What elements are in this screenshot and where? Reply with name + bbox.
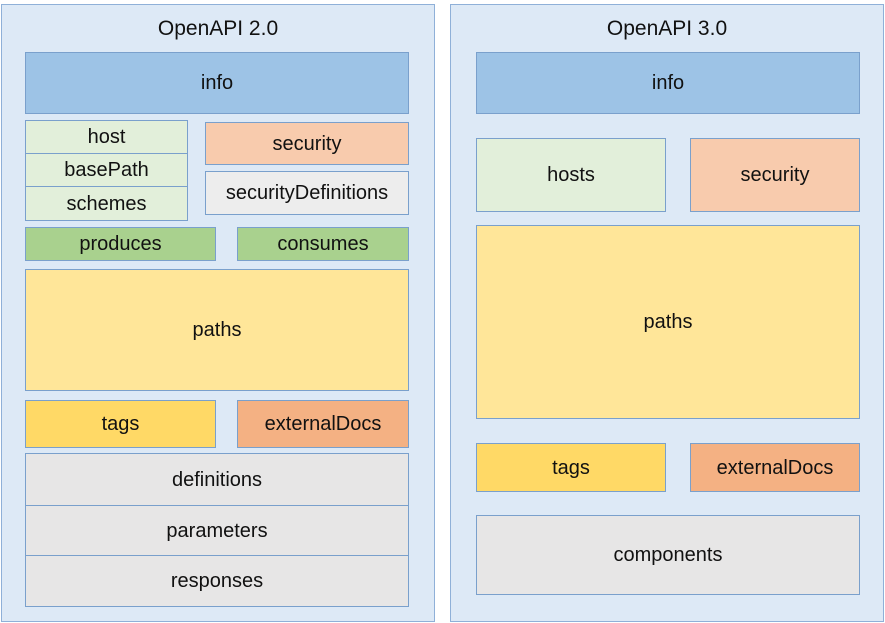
openapi-3-title: OpenAPI 3.0 [606, 17, 728, 40]
v3-paths-box: paths [476, 225, 860, 419]
v3-components-box: components [476, 515, 860, 595]
openapi-2-panel: OpenAPI 2.0 info host basePath schemes s… [1, 4, 435, 622]
v2-host-box: host [25, 120, 188, 154]
v3-security-box: security [690, 138, 860, 212]
v2-consumes-box: consumes [237, 227, 409, 261]
v2-info-box: info [25, 52, 409, 114]
openapi-3-panel: OpenAPI 3.0 info hosts security paths ta… [450, 4, 884, 622]
v2-parameters-box: parameters [25, 505, 409, 556]
v2-basepath-box: basePath [25, 153, 188, 187]
v3-tags-box: tags [476, 443, 666, 492]
v2-security-box: security [205, 122, 409, 165]
v3-external-docs-box: externalDocs [690, 443, 860, 492]
v2-schemes-box: schemes [25, 186, 188, 221]
v2-external-docs-box: externalDocs [237, 400, 409, 448]
v3-hosts-box: hosts [476, 138, 666, 212]
v2-paths-box: paths [25, 269, 409, 391]
openapi-2-title: OpenAPI 2.0 [157, 17, 279, 40]
v2-produces-box: produces [25, 227, 216, 261]
v2-security-definitions-box: securityDefinitions [205, 171, 409, 215]
v2-responses-box: responses [25, 555, 409, 607]
v3-info-box: info [476, 52, 860, 114]
v2-tags-box: tags [25, 400, 216, 448]
v2-definitions-box: definitions [25, 453, 409, 506]
